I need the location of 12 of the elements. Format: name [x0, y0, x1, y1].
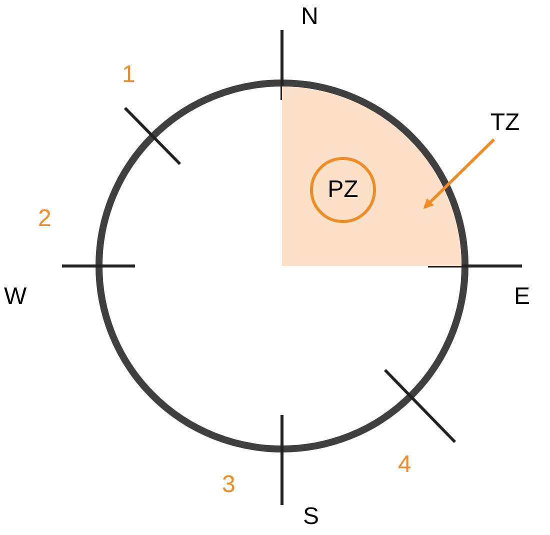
zone-label: TZ: [490, 109, 520, 137]
direction-letter: N: [301, 4, 318, 30]
callout-number: 1: [122, 62, 136, 88]
arrow: [423, 138, 496, 209]
callout-number: 3: [222, 472, 236, 498]
direction-letter: W: [4, 284, 27, 310]
zone-circle: [310, 157, 376, 223]
direction-letter: S: [303, 504, 320, 530]
direction-letter: E: [514, 284, 530, 310]
zone-label: PZ: [328, 176, 358, 204]
callout-number: 2: [38, 206, 52, 232]
callout-number: 4: [398, 452, 412, 478]
